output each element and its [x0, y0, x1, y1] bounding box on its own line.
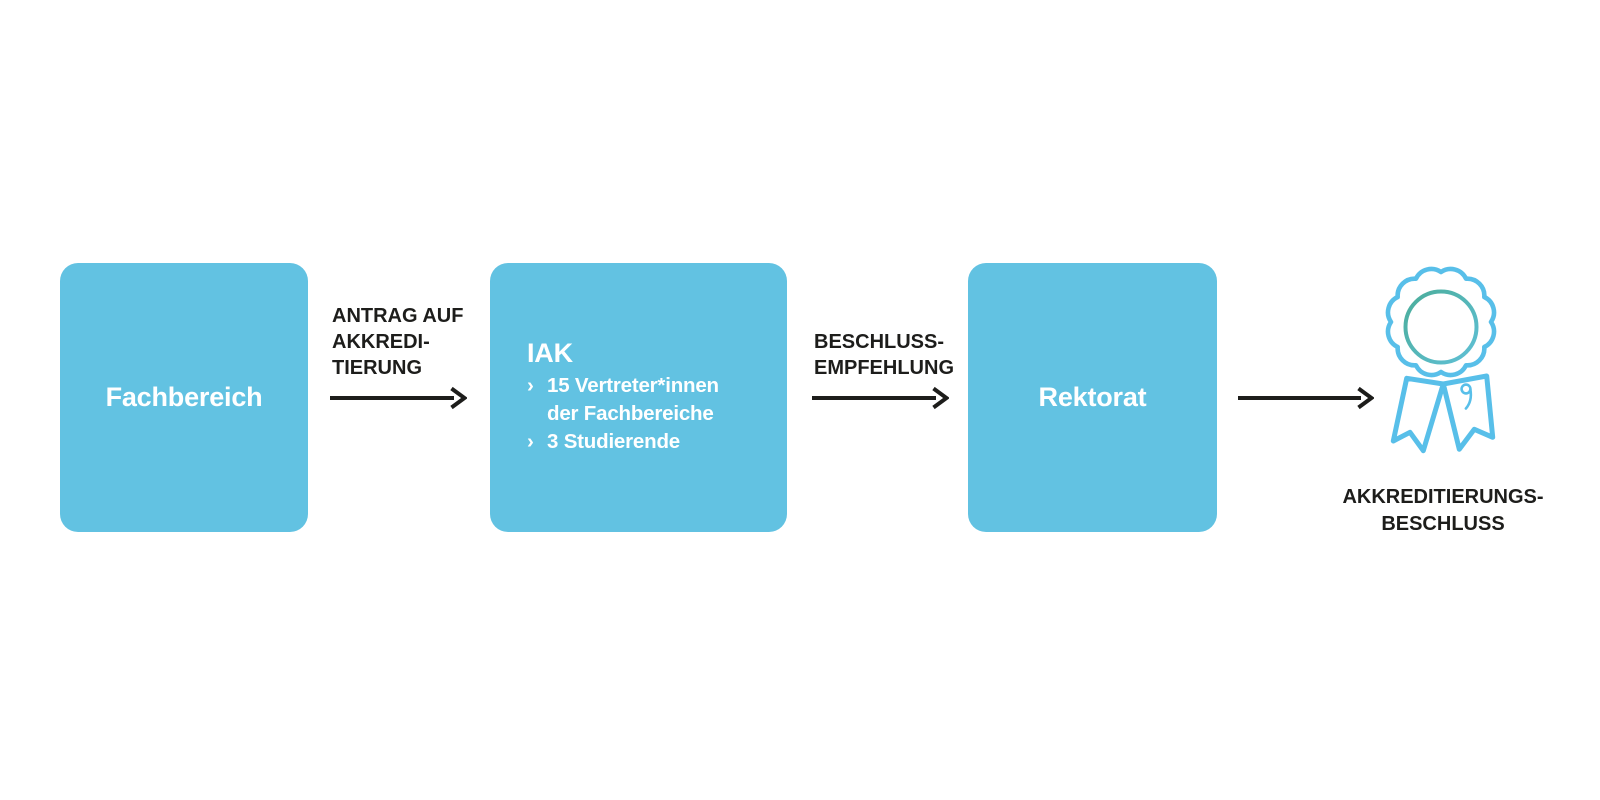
arrow-label-line: EMPFEHLUNG — [814, 357, 954, 379]
arrow-label-line: BESCHLUSS- — [814, 331, 945, 353]
arrow-label-line: TIERUNG — [332, 357, 422, 379]
ribbon-squiggle — [1460, 383, 1473, 410]
iak-member-text: 3 Studierende — [547, 430, 680, 453]
node-iak-content: IAK › 15 Vertreter*innen der Fachbereich… — [527, 337, 773, 456]
arrow-label-antrag: ANTRAG AUF AKKREDI- TIERUNG — [332, 303, 463, 381]
bullet-chevron-icon: › — [527, 374, 534, 397]
right-arrow-icon — [1238, 386, 1374, 410]
arrow-label-beschluss: BESCHLUSS- EMPFEHLUNG — [814, 329, 954, 381]
node-fachbereich: Fachbereich — [60, 263, 308, 532]
node-iak-title: IAK — [527, 338, 573, 368]
result-caption-line: AKKREDITIERUNGS- — [1342, 486, 1544, 508]
award-rosette-icon — [1385, 266, 1497, 454]
node-rektorat: Rektorat — [968, 263, 1217, 532]
right-arrow-icon — [812, 386, 949, 410]
arrow-label-line: ANTRAG AUF — [332, 305, 464, 327]
iak-member-item: › 3 Studierende — [527, 428, 773, 456]
arrow-label-line: AKKREDI- — [332, 331, 430, 353]
ribbon-tails — [1390, 373, 1496, 454]
right-arrow-icon — [330, 386, 467, 410]
rosette-inner-ring — [1403, 289, 1479, 365]
node-fachbereich-label: Fachbereich — [105, 382, 263, 412]
result-caption-line: BESCHLUSS — [1381, 513, 1505, 535]
node-iak: IAK › 15 Vertreter*innen der Fachbereich… — [490, 263, 787, 532]
bullet-chevron-icon: › — [527, 430, 534, 453]
iak-member-item: › 15 Vertreter*innen der Fachbereiche — [527, 372, 773, 428]
iak-member-text: 15 Vertreter*innen der Fachbereiche — [547, 374, 719, 425]
result-caption: AKKREDITIERUNGS- BESCHLUSS — [1312, 484, 1574, 538]
node-rektorat-label: Rektorat — [1038, 382, 1147, 412]
